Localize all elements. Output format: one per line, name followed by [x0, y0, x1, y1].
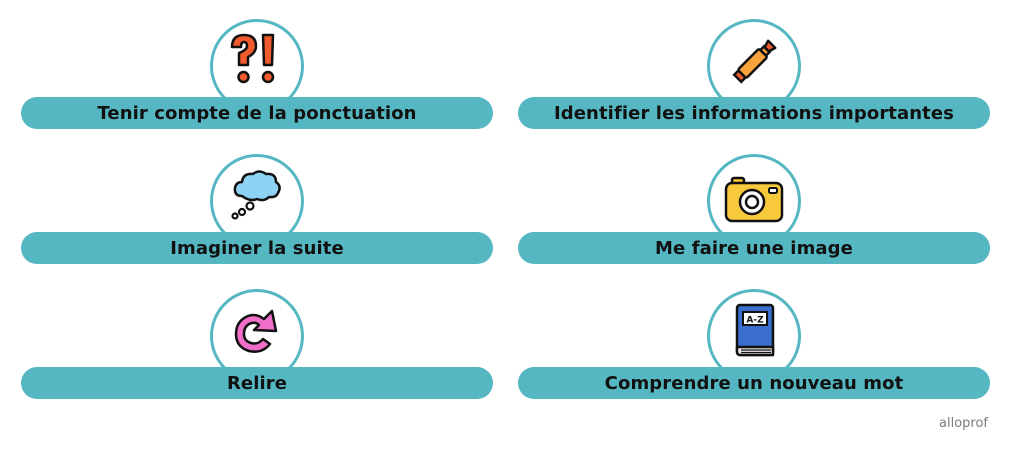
strategy-label: Comprendre un nouveau mot [518, 367, 990, 399]
strategy-label: Tenir compte de la ponctuation [21, 97, 493, 129]
strategy-label: Me faire une image [518, 232, 990, 264]
dictionary-icon: A-Z [735, 303, 775, 357]
strategy-label: Identifier les informations importantes [518, 97, 990, 129]
strategy-important-info: Identifier les informations importantes [518, 19, 990, 154]
strategy-label: Imaginer la suite [21, 232, 493, 264]
thought-bubble-icon [231, 170, 281, 220]
strategy-reread: Relire [21, 289, 493, 424]
strategy-new-word: A-Z Comprendre un nouveau mot [518, 289, 990, 424]
strategy-make-image: Me faire une image [518, 154, 990, 289]
strategy-label: Relire [21, 367, 493, 399]
punctuation-icon [230, 33, 275, 84]
alloprof-logo: alloprof [939, 416, 988, 431]
highlighter-icon [732, 39, 777, 84]
camera-icon [724, 176, 784, 223]
strategy-punctuation: Tenir compte de la ponctuation [21, 19, 493, 154]
reload-arrow-icon [234, 309, 278, 353]
strategy-imagine-next: Imaginer la suite [21, 154, 493, 289]
dictionary-label: A-Z [746, 316, 764, 326]
